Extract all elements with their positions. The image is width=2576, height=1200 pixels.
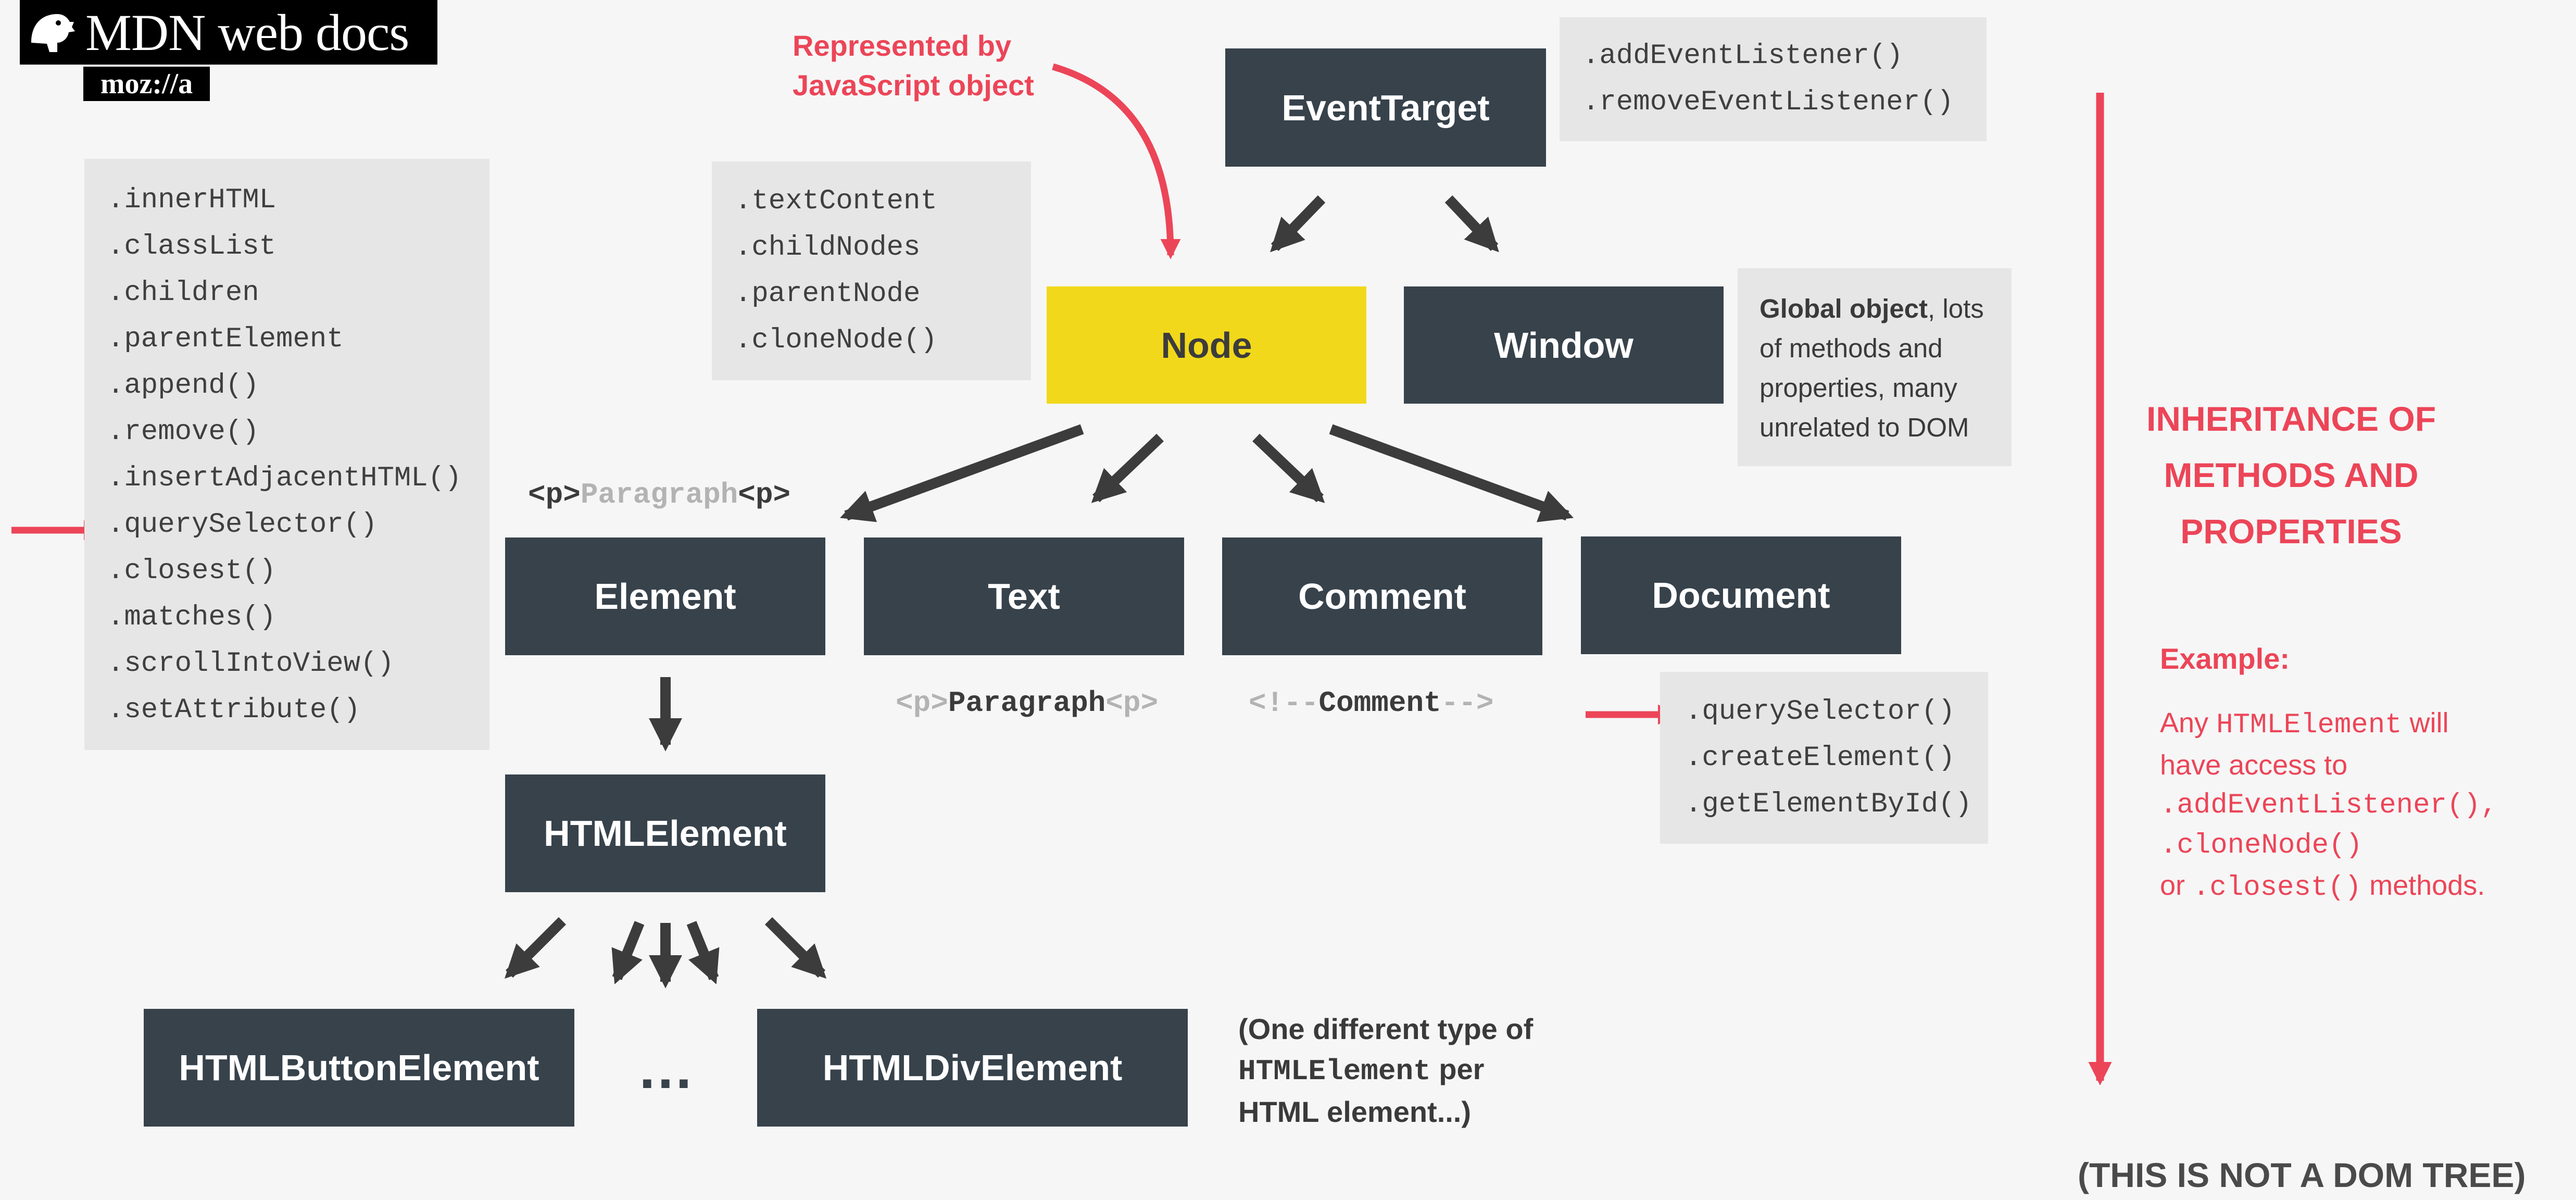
node-methods-panel: .textContent .childNodes .parentNode .cl… <box>712 161 1031 380</box>
method-item: .setAttribute() <box>107 694 361 726</box>
method-item: .addEventListener() <box>1582 40 1903 72</box>
arrow-node-document <box>1329 424 1574 522</box>
window-note-rest: , lots <box>1928 294 1984 323</box>
arrow-node-element <box>839 424 1084 522</box>
mozilla-logo-text: moz://a <box>100 68 193 100</box>
represented-by-line1: Represented by <box>793 29 1012 62</box>
method-item: .cloneNode() <box>735 324 937 356</box>
example-code-addeventlistener: .addEventListener(), <box>2160 790 2498 821</box>
types-note-code: HTMLElement <box>1238 1055 1431 1088</box>
snippet-close-tag: --> <box>1441 686 1494 720</box>
arrow-htmlelement-button <box>504 917 567 979</box>
element-methods-panel: .innerHTML .classList .children .parentE… <box>84 159 489 750</box>
mdn-logo[interactable]: MDN web docs <box>20 0 437 65</box>
window-note-panel: Global object, lots of methods and prope… <box>1738 268 2012 466</box>
htmlelement-types-note: (One different type of HTMLElement per H… <box>1238 1009 1533 1132</box>
class-box-eventtarget: EventTarget <box>1225 48 1546 167</box>
not-a-dom-tree-note: (THIS IS NOT A DOM TREE) <box>2078 1156 2526 1194</box>
example-code-htmlelement: HTMLElement <box>2216 709 2402 741</box>
example-methods: methods. <box>2361 870 2485 901</box>
types-note-line2-rest: per <box>1430 1053 1485 1085</box>
snippet-word: Paragraph <box>948 686 1106 720</box>
logo-brand-text: MDN web docs <box>85 3 409 61</box>
text-paragraph-snippet: <p>Paragraph<p> <box>896 686 1158 720</box>
inheritance-title-line3: PROPERTIES <box>2180 512 2402 551</box>
method-item: .childNodes <box>735 232 921 264</box>
snippet-open-tag: <!-- <box>1249 686 1319 720</box>
arrow-htmlelement-div <box>764 917 827 979</box>
window-note-line3: properties, many <box>1760 373 1957 403</box>
comment-snippet: <!--Comment--> <box>1249 686 1494 720</box>
example-line2: have access to <box>2160 749 2348 781</box>
class-box-htmlbuttonelement: HTMLButtonElement <box>144 1009 574 1127</box>
method-item: .children <box>107 277 259 309</box>
class-box-document: Document <box>1581 536 1901 654</box>
represented-by-line2: JavaScript object <box>793 69 1034 102</box>
document-methods-panel: .querySelector() .createElement() .getEl… <box>1660 672 1988 844</box>
types-note-line1: (One different type of <box>1238 1013 1534 1045</box>
eventtarget-methods-panel: .addEventListener() .removeEventListener… <box>1560 17 1987 141</box>
snippet-open-tag: <p> <box>896 686 948 720</box>
represented-by-note: Represented by JavaScript object <box>793 26 1034 105</box>
example-will: will <box>2402 707 2449 739</box>
method-item: .insertAdjacentHTML() <box>107 463 462 494</box>
class-box-htmldivelement: HTMLDivElement <box>757 1009 1188 1127</box>
class-box-comment: Comment <box>1222 538 1542 655</box>
method-item: .querySelector() <box>107 509 378 541</box>
element-paragraph-snippet: <p>Paragraph<p> <box>528 478 790 511</box>
class-box-htmlelement: HTMLElement <box>505 774 825 892</box>
arrow-node-comment <box>1252 433 1325 503</box>
example-or: or <box>2160 870 2193 901</box>
types-note-line3: HTML element...) <box>1238 1095 1472 1128</box>
class-box-window: Window <box>1404 286 1724 404</box>
arrow-red-curve-node <box>1052 63 1181 259</box>
snippet-word: Comment <box>1318 686 1441 720</box>
example-code-clonenode: .cloneNode() <box>2160 830 2363 861</box>
method-item: .innerHTML <box>107 184 277 216</box>
method-item: .removeEventListener() <box>1582 86 1954 118</box>
inheritance-title-line1: INHERITANCE OF <box>2146 399 2436 438</box>
method-item: .matches() <box>107 602 277 633</box>
method-item: .createElement() <box>1685 742 1955 774</box>
method-item: .parentElement <box>107 323 344 355</box>
snippet-word: Paragraph <box>580 478 738 511</box>
class-box-text: Text <box>864 538 1184 655</box>
dinosaur-head-icon <box>31 14 75 52</box>
arrow-eventtarget-node <box>1270 195 1326 253</box>
method-item: .querySelector() <box>1685 696 1955 728</box>
method-item: .closest() <box>107 555 277 587</box>
example-text: Any HTMLElement will have access to .add… <box>2160 703 2497 908</box>
window-note-bold: Global object <box>1760 294 1928 323</box>
example-label: Example: <box>2160 642 2290 675</box>
snippet-open-tag: <p> <box>528 478 581 511</box>
example-any: Any <box>2160 707 2217 739</box>
class-box-element: Element <box>505 538 825 655</box>
snippet-close-tag: <p> <box>1105 686 1159 720</box>
window-note-line2: of methods and <box>1760 333 1943 363</box>
method-item: .classList <box>107 231 277 262</box>
method-item: .scrollIntoView() <box>107 648 394 680</box>
method-item: .textContent <box>735 185 937 217</box>
method-item: .getElementById() <box>1685 789 1972 820</box>
method-item: .parentNode <box>735 278 921 310</box>
inheritance-title: INHERITANCE OF METHODS AND PROPERTIES <box>2114 391 2468 559</box>
method-item: .append() <box>107 370 259 402</box>
arrow-htmlelement-mid1 <box>611 921 645 984</box>
inheritance-title-line2: METHODS AND <box>2164 456 2419 494</box>
arrow-htmlelement-mid3 <box>686 921 720 984</box>
arrow-node-text <box>1091 433 1164 503</box>
example-code-closest: .closest() <box>2193 872 2362 904</box>
mozilla-logo[interactable]: moz://a <box>83 67 210 101</box>
ellipsis-more-classes: … <box>637 1036 696 1101</box>
snippet-close-tag: <p> <box>738 478 791 511</box>
arrow-eventtarget-window <box>1444 195 1499 253</box>
window-note-line4: unrelated to DOM <box>1760 413 1969 442</box>
method-item: .remove() <box>107 416 259 448</box>
class-box-node: Node <box>1047 286 1366 404</box>
